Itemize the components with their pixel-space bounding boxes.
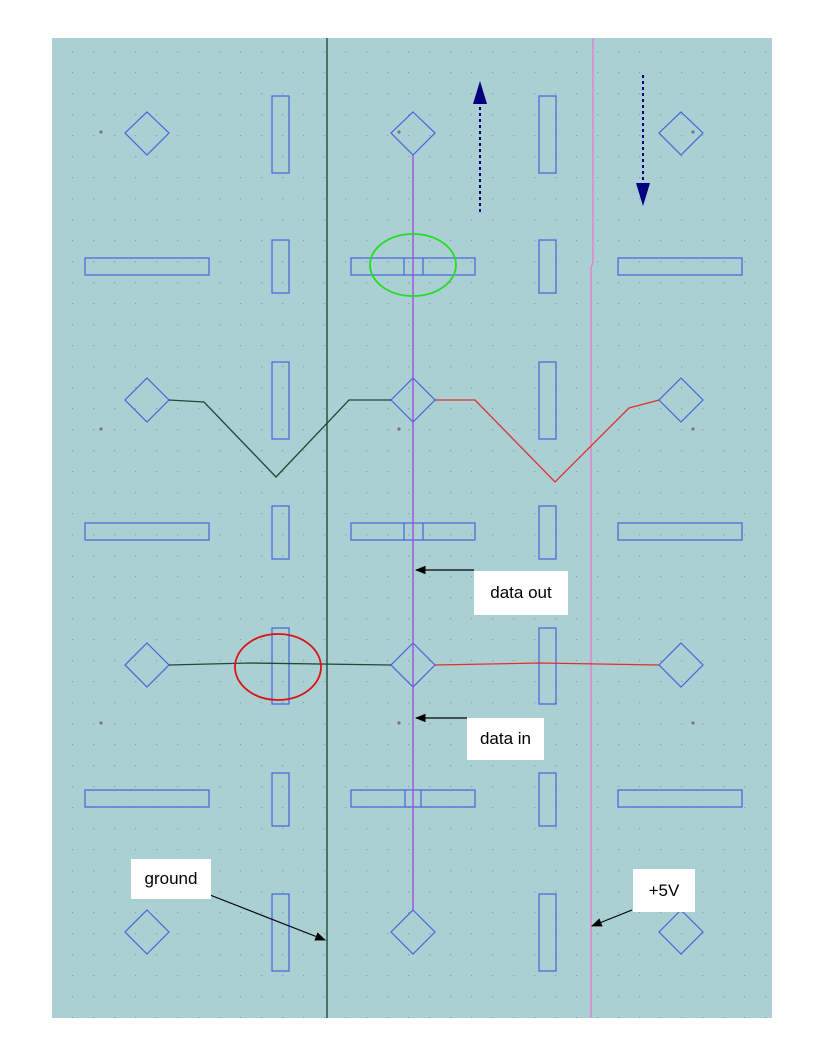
pad-v <box>538 627 557 705</box>
pad-v <box>271 239 290 294</box>
red-link-lower <box>434 662 660 666</box>
reference-dots <box>99 130 695 725</box>
vertical-pads <box>271 95 557 972</box>
highlight-green <box>369 233 457 297</box>
highlight-red <box>234 633 322 701</box>
ground-pointer <box>209 894 327 941</box>
ground-link-upper <box>168 399 391 478</box>
ground-label: ground <box>131 859 211 899</box>
down-arrow-icon <box>636 75 650 206</box>
pad-v <box>538 772 557 827</box>
pad-h <box>617 522 743 541</box>
data-in-label: data in <box>467 718 544 760</box>
power-trace <box>590 38 594 1018</box>
pad-v <box>271 893 290 972</box>
up-arrow-icon <box>473 81 487 212</box>
pad-v <box>271 772 290 827</box>
pad-v <box>271 627 290 705</box>
pad-v <box>271 361 290 440</box>
ground-link-lower <box>168 662 392 666</box>
diamond-pads <box>124 111 704 955</box>
diamond-pad <box>658 642 704 688</box>
pad-h <box>617 789 743 808</box>
plus-5v-label: +5V <box>633 869 695 912</box>
diamond-pad <box>658 377 704 423</box>
pad-h <box>84 257 210 276</box>
plus5v-pointer <box>590 909 633 927</box>
pad-v <box>271 505 290 560</box>
pad-v <box>538 893 557 972</box>
diamond-pad <box>390 909 436 955</box>
board-grid <box>52 38 772 1018</box>
diamond-pad <box>124 642 170 688</box>
pad-v <box>538 361 557 440</box>
diamond-pad <box>124 909 170 955</box>
pad-h <box>84 522 210 541</box>
pad-h <box>617 257 743 276</box>
pad-v <box>538 95 557 174</box>
pad-h <box>84 789 210 808</box>
pad-v <box>538 239 557 294</box>
data-out-label: data out <box>474 571 568 615</box>
diamond-pad <box>124 377 170 423</box>
pad-v <box>538 505 557 560</box>
pad-v <box>271 95 290 174</box>
red-link-upper <box>435 399 660 483</box>
diamond-pad <box>658 111 704 156</box>
diamond-pad <box>124 111 170 156</box>
diamond-pad <box>658 909 704 955</box>
